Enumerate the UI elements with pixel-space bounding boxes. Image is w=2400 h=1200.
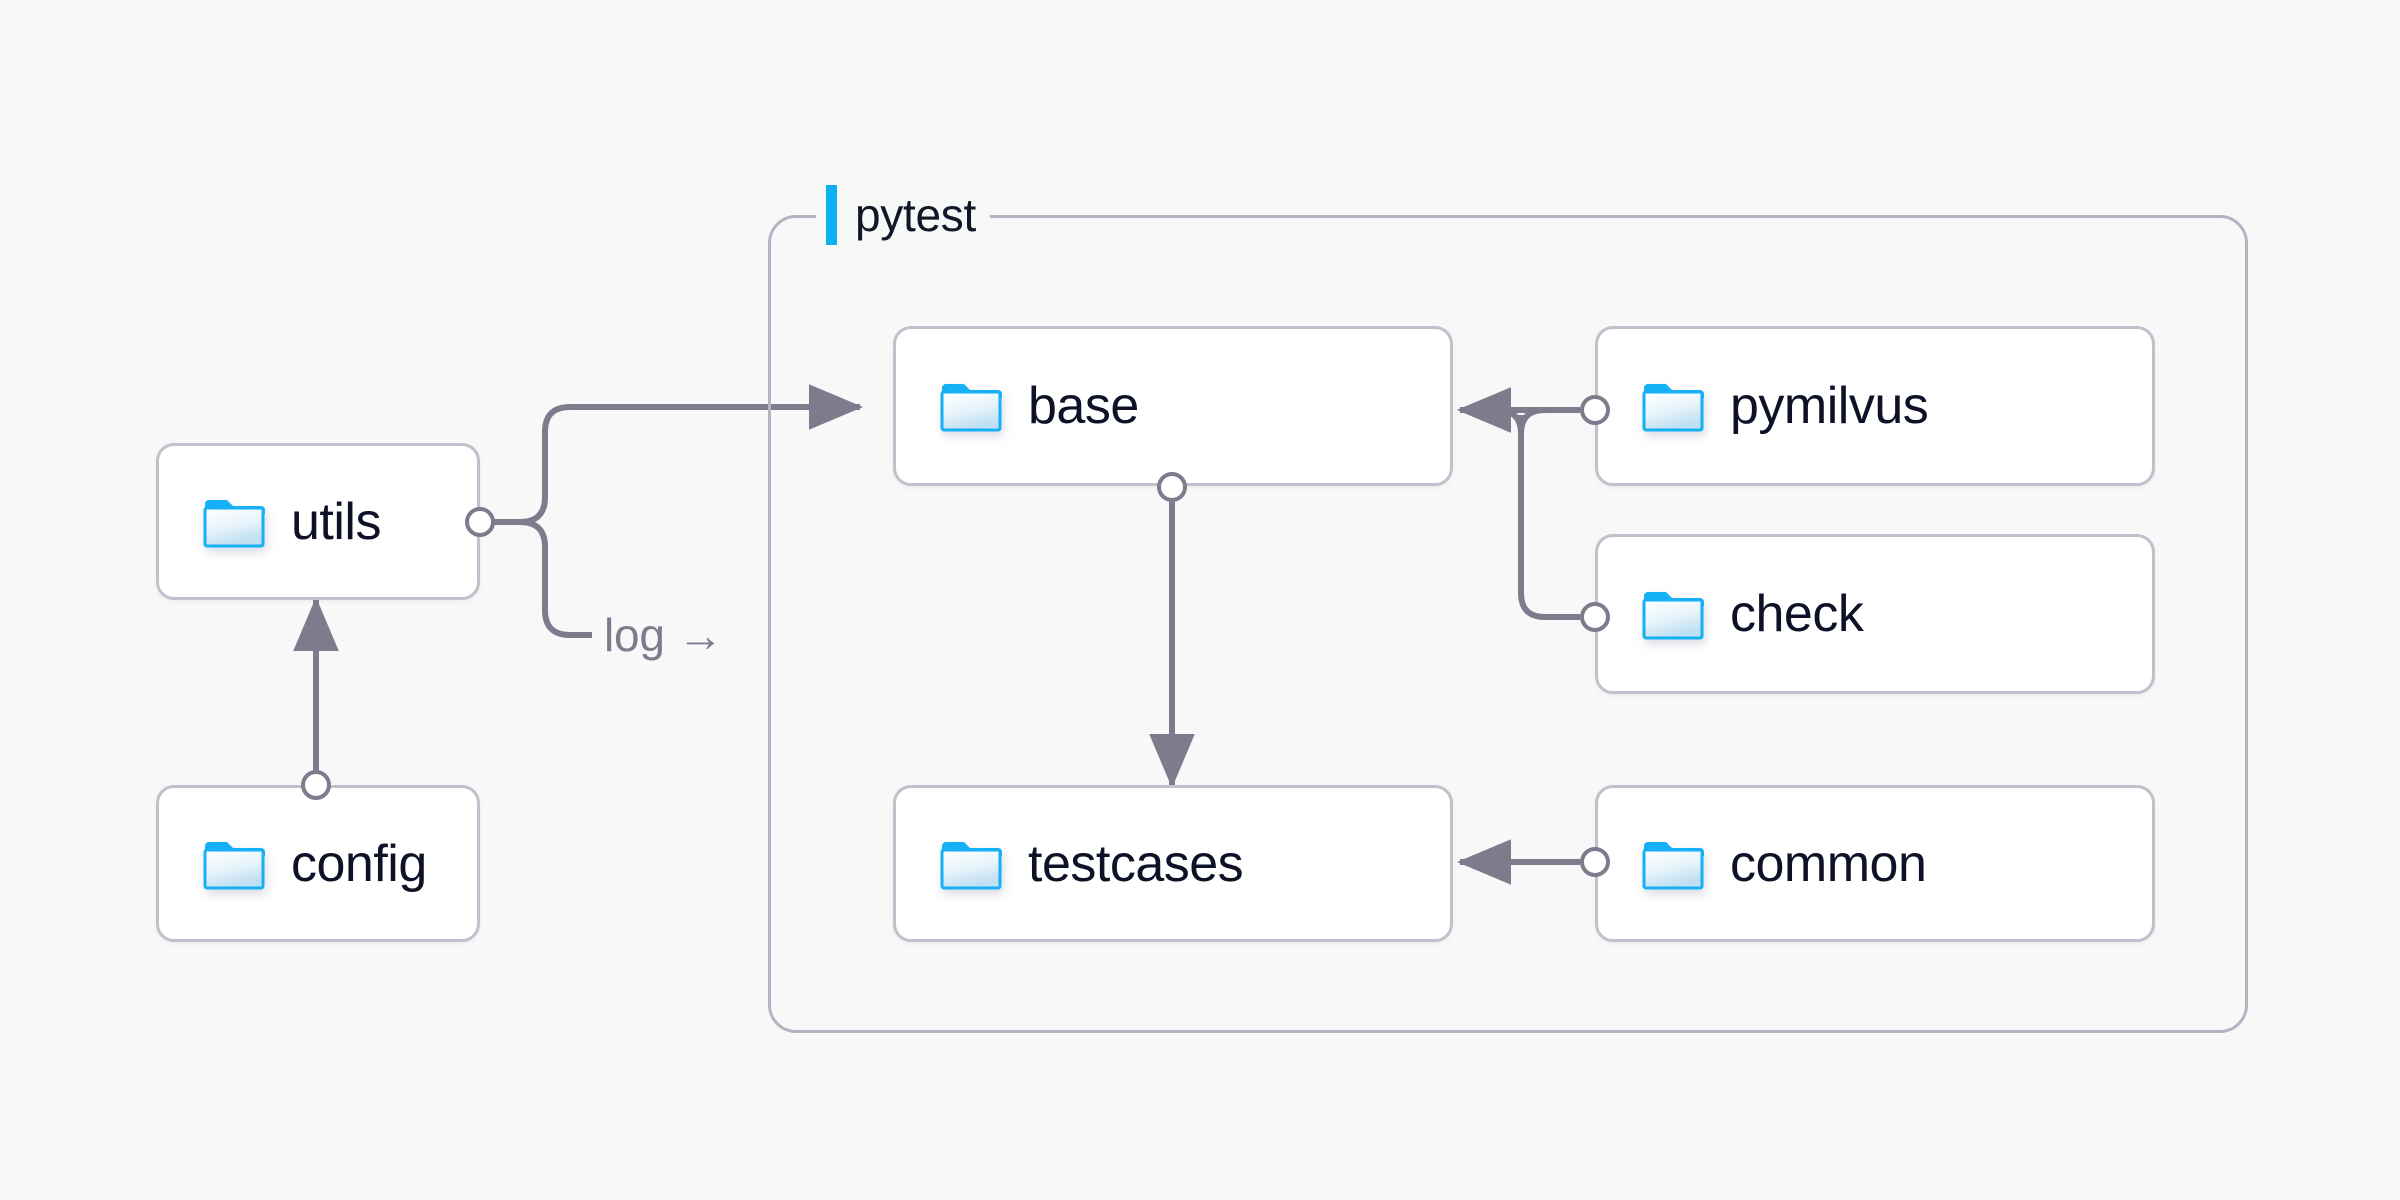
port-config-top[interactable] <box>301 770 331 800</box>
node-common-label: common <box>1730 834 1927 893</box>
group-title: pytest <box>855 189 976 241</box>
node-base-label: base <box>1028 377 1139 435</box>
node-common[interactable]: common <box>1595 785 2155 942</box>
node-config-content: config <box>159 838 427 890</box>
node-check[interactable]: check <box>1595 534 2155 694</box>
node-utils-content: utils <box>159 496 381 548</box>
edge-label-log-text: log <box>604 609 665 661</box>
folder-icon <box>1642 380 1704 432</box>
edge-label-log-arrow-icon: → <box>677 609 724 661</box>
node-pymilvus-label: pymilvus <box>1730 377 1929 435</box>
node-config-label: config <box>291 834 427 893</box>
folder-icon <box>203 496 265 548</box>
folder-icon <box>1642 838 1704 890</box>
port-utils-right[interactable] <box>465 507 495 537</box>
node-testcases-label: testcases <box>1028 834 1244 893</box>
node-check-content: check <box>1598 585 1864 643</box>
pytest-group-container <box>768 215 2248 1033</box>
pytest-group-label-wrap: pytest <box>816 183 990 247</box>
group-accent-bar <box>826 185 837 245</box>
edge-label-log: log → <box>604 612 723 658</box>
node-check-label: check <box>1730 585 1864 643</box>
edge-utils-log <box>519 519 592 638</box>
node-testcases[interactable]: testcases <box>893 785 1453 942</box>
node-pymilvus[interactable]: pymilvus <box>1595 326 2155 486</box>
folder-icon <box>203 838 265 890</box>
folder-icon <box>1642 588 1704 640</box>
node-common-content: common <box>1598 834 1927 893</box>
port-base-bottom[interactable] <box>1157 472 1187 502</box>
folder-icon <box>940 380 1002 432</box>
node-base-content: base <box>896 380 1139 432</box>
port-common-left[interactable] <box>1580 847 1610 877</box>
node-config[interactable]: config <box>156 785 480 942</box>
port-pymilvus-left[interactable] <box>1580 395 1610 425</box>
node-testcases-content: testcases <box>896 834 1244 893</box>
node-pymilvus-content: pymilvus <box>1598 377 1929 435</box>
port-check-left[interactable] <box>1580 602 1610 632</box>
folder-icon <box>940 838 1002 890</box>
node-base[interactable]: base <box>893 326 1453 486</box>
node-utils-label: utils <box>291 492 381 551</box>
node-utils[interactable]: utils <box>156 443 480 600</box>
